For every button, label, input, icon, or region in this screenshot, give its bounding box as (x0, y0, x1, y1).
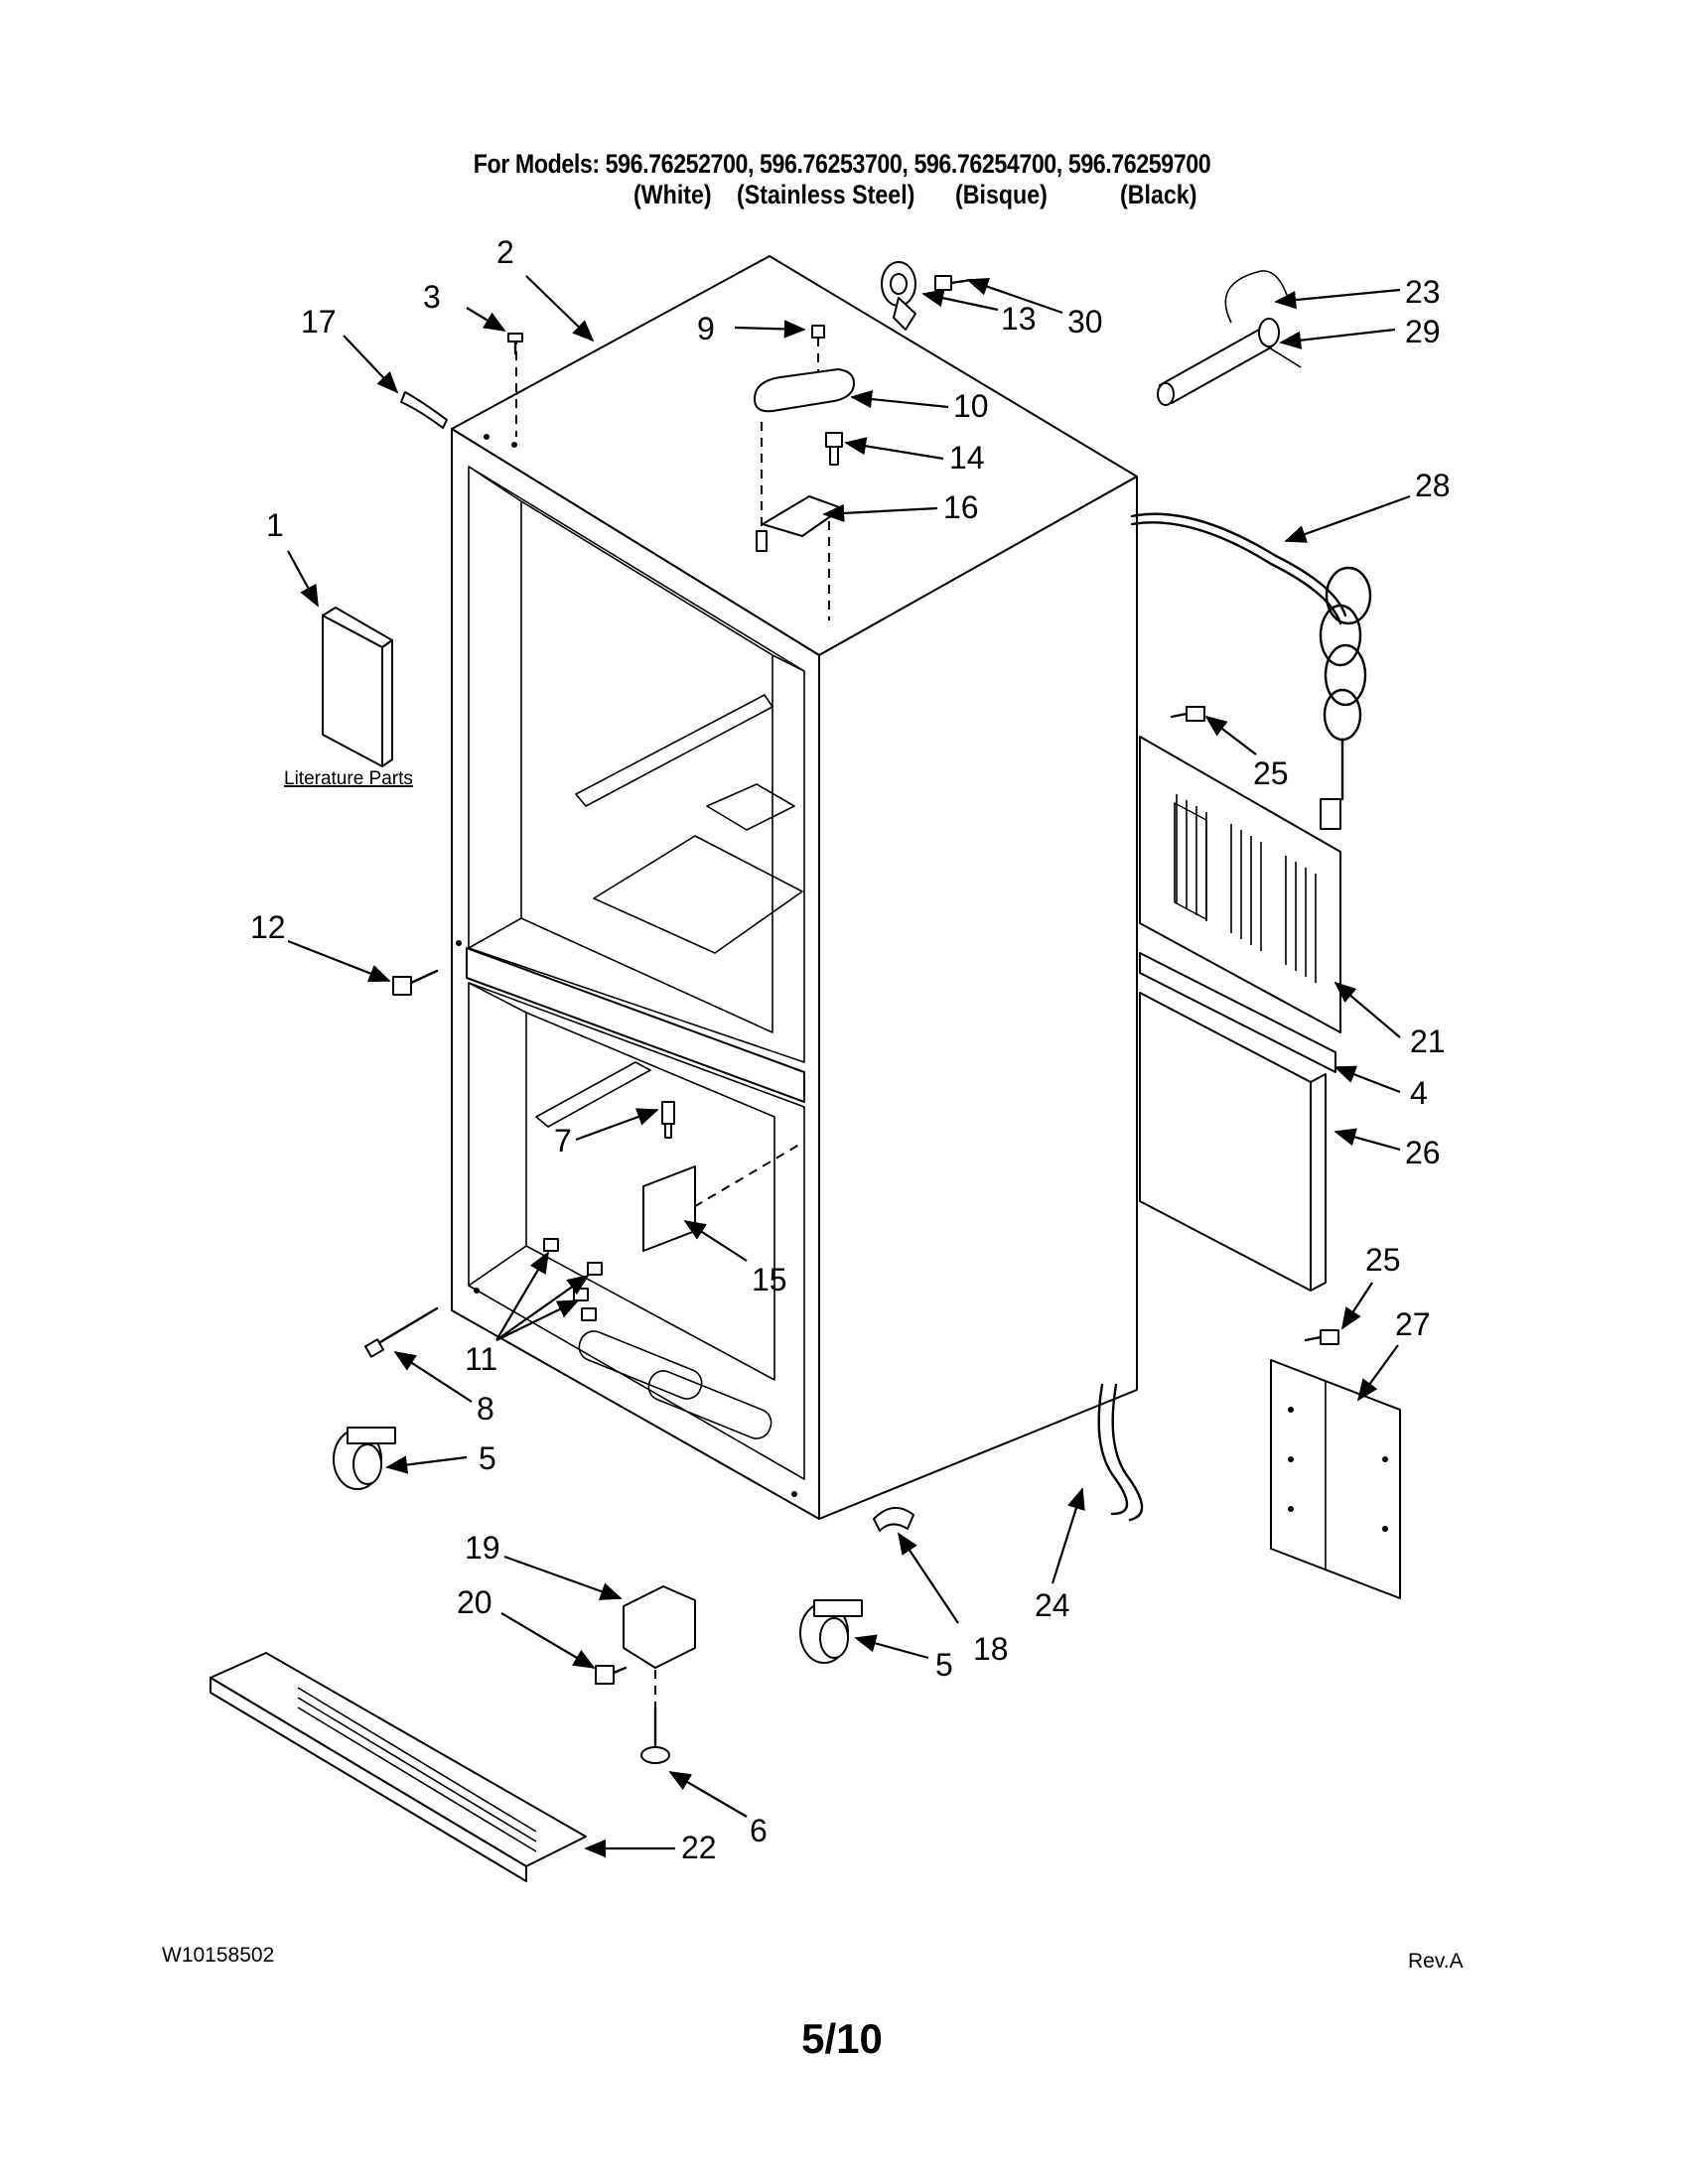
screw-20 (595, 1665, 628, 1685)
back-panel (1270, 1359, 1401, 1599)
cabinet-shell (451, 255, 1138, 1520)
callout-26: 26 (1405, 1135, 1441, 1170)
leader-arrows (287, 275, 1411, 1858)
base-grille (210, 1652, 587, 1882)
page-number: 5/10 (801, 2015, 883, 2062)
insulation-panel (1139, 992, 1327, 1292)
callout-9: 9 (697, 311, 715, 346)
drain-tube (1157, 270, 1302, 406)
callout-15: 15 (752, 1262, 787, 1297)
callout-28: 28 (1415, 468, 1451, 503)
callout-17: 17 (301, 304, 337, 340)
callout-25a: 25 (1253, 755, 1289, 791)
callout-18: 18 (973, 1631, 1009, 1667)
callout-21: 21 (1410, 1024, 1446, 1059)
access-panel (1139, 736, 1341, 1033)
callout-10: 10 (953, 388, 989, 424)
caster-left (333, 1427, 396, 1490)
callout-23: 23 (1405, 274, 1441, 310)
callout-30: 30 (1067, 304, 1103, 340)
long-bolt (363, 1306, 439, 1358)
document-id: W10158502 (162, 1944, 275, 1967)
screw-25b (1304, 1329, 1339, 1345)
parts (210, 261, 1401, 1882)
leveler-bracket (623, 1585, 696, 1669)
color-bisque: (Bisque) (955, 180, 1048, 209)
callout-27: 27 (1395, 1306, 1431, 1342)
color-black: (Black) (1120, 180, 1197, 209)
power-cord (1130, 512, 1372, 830)
clip (873, 1507, 914, 1532)
screw-25a (1170, 706, 1205, 722)
callout-20: 20 (457, 1584, 492, 1620)
callout-29: 29 (1405, 314, 1441, 349)
leveling-pin (661, 1101, 675, 1139)
callout-labels: 2 3 17 1 Literature Parts 12 9 10 14 16 … (250, 234, 1451, 1865)
literature-parts-label: Literature Parts (284, 768, 413, 789)
hinge-cover (754, 368, 855, 413)
literature-booklet (322, 607, 393, 767)
color-white: (White) (633, 180, 712, 209)
callout-7: 7 (554, 1123, 572, 1159)
callout-13: 13 (1001, 301, 1037, 337)
caster-right (799, 1599, 863, 1664)
model-colors: (White) (Stainless Steel) (Bisque) (Blac… (0, 180, 1684, 213)
screw-30 (934, 275, 973, 291)
drain-hose (1097, 1383, 1129, 1516)
callout-12: 12 (250, 909, 286, 945)
callout-14: 14 (949, 440, 985, 476)
callout-24: 24 (1035, 1587, 1070, 1623)
callout-4: 4 (1410, 1075, 1428, 1111)
bracket-13 (881, 261, 916, 331)
trim-strip (400, 391, 448, 429)
callout-16: 16 (943, 489, 979, 525)
callout-25b: 25 (1365, 1242, 1401, 1278)
hinge-bolt (825, 432, 843, 466)
callout-1: 1 (266, 507, 284, 543)
screws-11 (543, 1238, 603, 1321)
callout-8: 8 (477, 1391, 494, 1427)
screw-12 (392, 969, 439, 996)
callout-5b: 5 (935, 1647, 953, 1683)
callout-11: 11 (465, 1341, 497, 1377)
leveler-foot (640, 1706, 670, 1764)
callout-6: 6 (750, 1813, 768, 1848)
revision-label: Rev.A (1408, 1950, 1464, 1973)
model-header: For Models: 596.76252700, 596.76253700, … (0, 149, 1684, 213)
callout-22: 22 (681, 1830, 717, 1865)
callout-5a: 5 (479, 1440, 496, 1476)
callout-2: 2 (496, 234, 514, 270)
callout-3: 3 (423, 279, 441, 315)
color-stainless: (Stainless Steel) (737, 180, 915, 209)
model-title: For Models: 596.76252700, 596.76253700, … (473, 149, 1211, 179)
screw-9 (811, 325, 825, 339)
callout-19: 19 (465, 1530, 500, 1566)
screw-3 (507, 333, 523, 355)
